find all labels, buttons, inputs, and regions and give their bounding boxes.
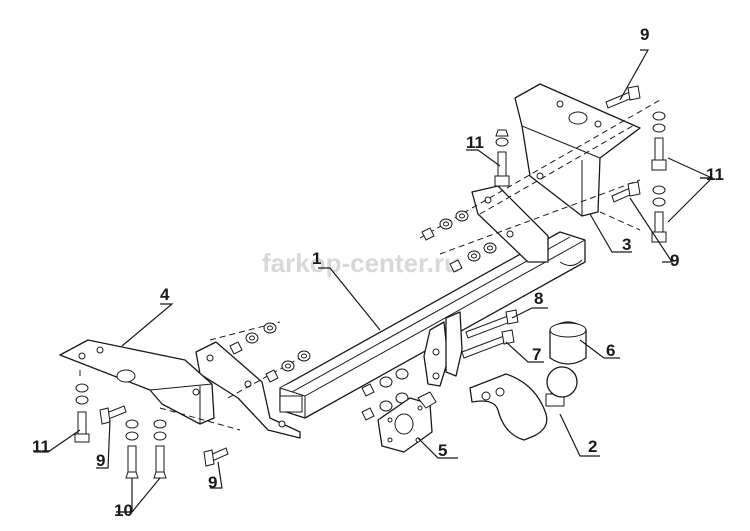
callout-4: 4 xyxy=(160,285,170,304)
callout-1: 1 xyxy=(312,249,321,268)
callout-2: 2 xyxy=(588,437,597,456)
part-8-bolt xyxy=(465,309,519,339)
callout-9-top-right: 9 xyxy=(640,25,649,44)
callout-11-far-right: 11 xyxy=(706,165,724,184)
ball-mount-bracket xyxy=(423,311,463,387)
part-3-right-bracket xyxy=(514,83,641,217)
left-crossbar-plate xyxy=(195,341,301,439)
callout-11-right-bracket: 11 xyxy=(466,133,484,152)
callout-6: 6 xyxy=(606,341,615,360)
callout-7: 7 xyxy=(532,345,541,364)
callout-9-bottom: 9 xyxy=(208,473,217,492)
bolts-right-bracket xyxy=(494,85,667,243)
watermark-text: farkop-center.ru xyxy=(262,248,460,278)
right-crossbar-plate xyxy=(471,185,549,263)
leader-lines xyxy=(34,49,714,513)
fasteners-ball-mount xyxy=(361,368,409,421)
callout-10: 10 xyxy=(114,501,133,520)
part-1-crossbar xyxy=(279,231,586,419)
part-4-left-bracket xyxy=(59,339,215,425)
callouts: 1 2 3 4 5 6 7 8 9 9 9 9 10 11 11 11 xyxy=(32,25,724,520)
bolts-left-bracket xyxy=(74,383,229,479)
callout-5: 5 xyxy=(438,441,447,460)
part-2-tow-ball xyxy=(469,366,578,441)
fasteners-left-plate xyxy=(229,322,311,383)
callout-11-left: 11 xyxy=(32,437,50,456)
part-6-ball-cap xyxy=(549,321,587,365)
callout-9-right: 9 xyxy=(670,251,679,270)
callout-9-left: 9 xyxy=(96,451,105,470)
callout-8: 8 xyxy=(534,289,543,308)
callout-3: 3 xyxy=(622,235,631,254)
fasteners-right-upper xyxy=(421,210,497,273)
part-7-bolt xyxy=(461,329,515,359)
